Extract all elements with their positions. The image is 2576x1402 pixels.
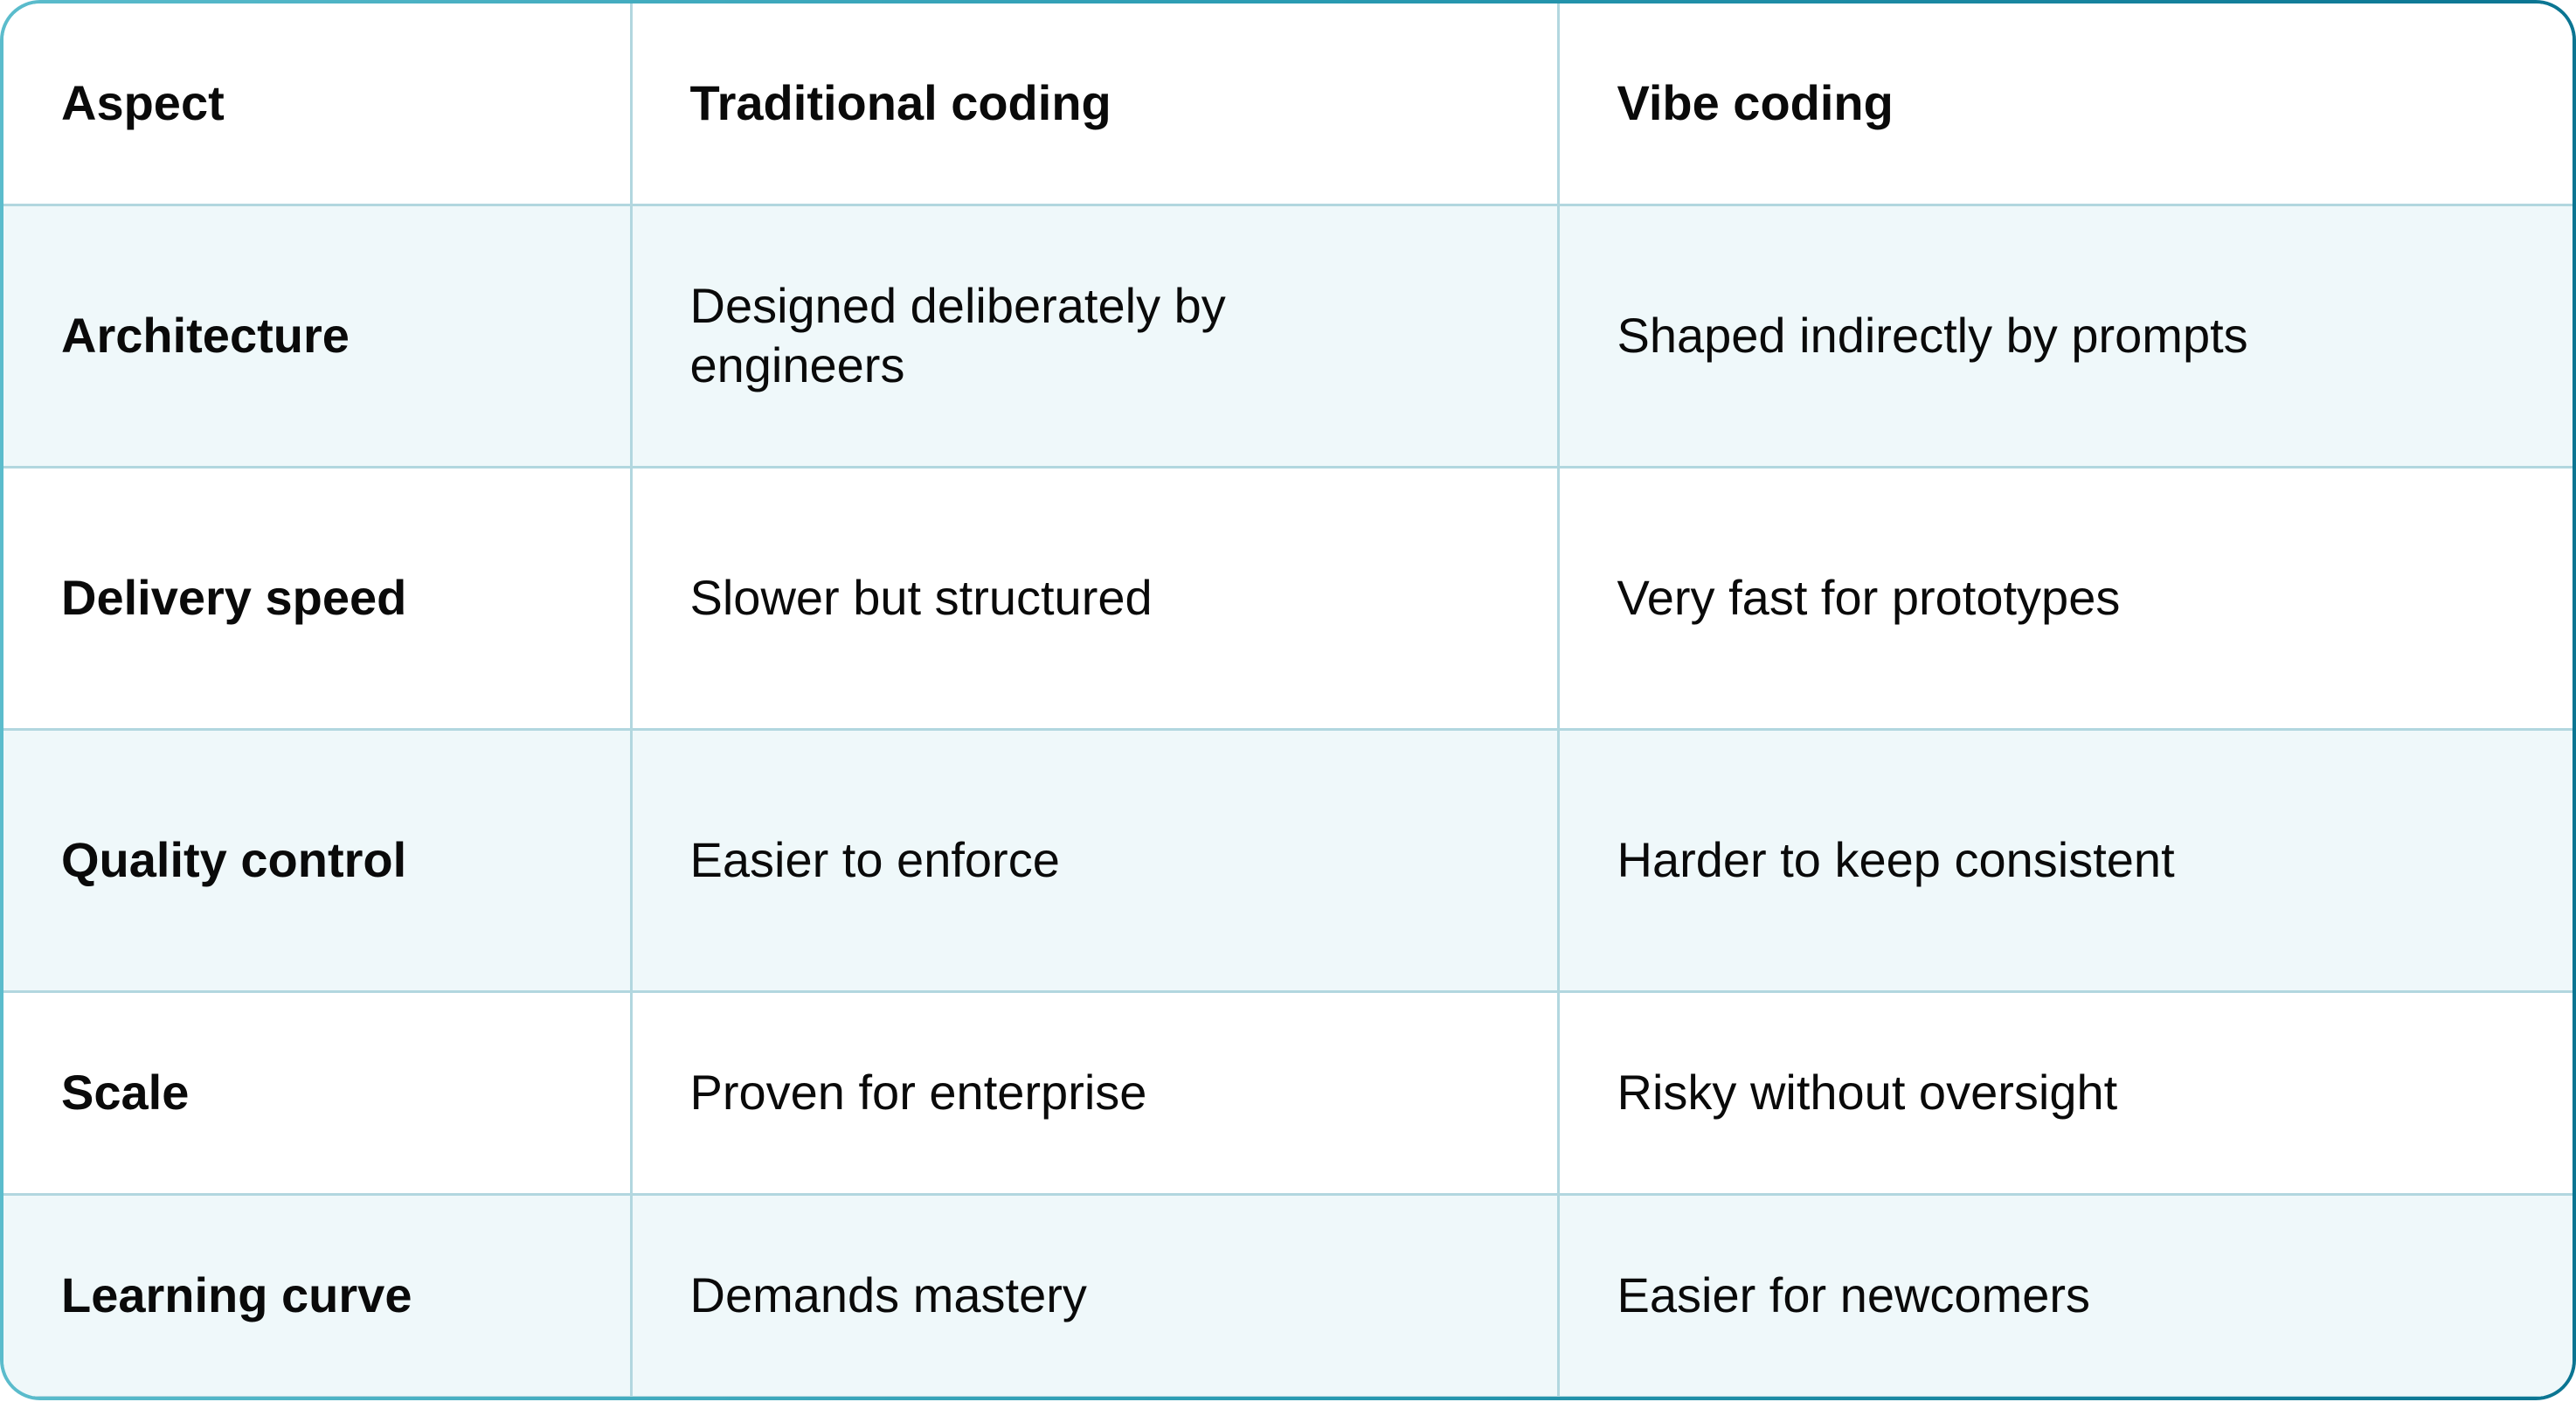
header-aspect: Aspect bbox=[3, 3, 633, 206]
table-header-row: Aspect Traditional coding Vibe coding bbox=[3, 3, 2573, 206]
table-row-learning-curve: Learning curve Demands mastery Easier fo… bbox=[3, 1194, 2573, 1397]
traditional-cell: Easier to enforce bbox=[631, 729, 1560, 993]
table-row-architecture: Architecture Designed deliberately by en… bbox=[3, 205, 2573, 468]
aspect-cell: Architecture bbox=[3, 205, 633, 468]
aspect-cell: Delivery speed bbox=[3, 467, 633, 731]
traditional-cell: Slower but structured bbox=[631, 467, 1560, 731]
traditional-cell: Designed deliberately by engineers bbox=[631, 205, 1560, 468]
aspect-cell: Learning curve bbox=[3, 1194, 633, 1397]
aspect-cell: Scale bbox=[3, 991, 633, 1196]
aspect-cell: Quality control bbox=[3, 729, 633, 993]
vibe-cell: Risky without oversight bbox=[1558, 991, 2573, 1196]
table-row-quality-control: Quality control Easier to enforce Harder… bbox=[3, 729, 2573, 993]
vibe-cell: Easier for newcomers bbox=[1558, 1194, 2573, 1397]
header-traditional-coding: Traditional coding bbox=[631, 3, 1560, 206]
table-row-scale: Scale Proven for enterprise Risky withou… bbox=[3, 991, 2573, 1196]
vibe-cell: Harder to keep consistent bbox=[1558, 729, 2573, 993]
vibe-cell: Shaped indirectly by prompts bbox=[1558, 205, 2573, 468]
header-vibe-coding: Vibe coding bbox=[1558, 3, 2573, 206]
traditional-cell: Proven for enterprise bbox=[631, 991, 1560, 1196]
vibe-cell: Very fast for prototypes bbox=[1558, 467, 2573, 731]
traditional-cell: Demands mastery bbox=[631, 1194, 1560, 1397]
table-row-delivery-speed: Delivery speed Slower but structured Ver… bbox=[3, 467, 2573, 731]
traditional-cell-text: Designed deliberately by engineers bbox=[689, 278, 1226, 392]
comparison-table-container: Aspect Traditional coding Vibe coding Ar… bbox=[3, 3, 2573, 1397]
comparison-table: Aspect Traditional coding Vibe coding Ar… bbox=[3, 3, 2573, 1397]
